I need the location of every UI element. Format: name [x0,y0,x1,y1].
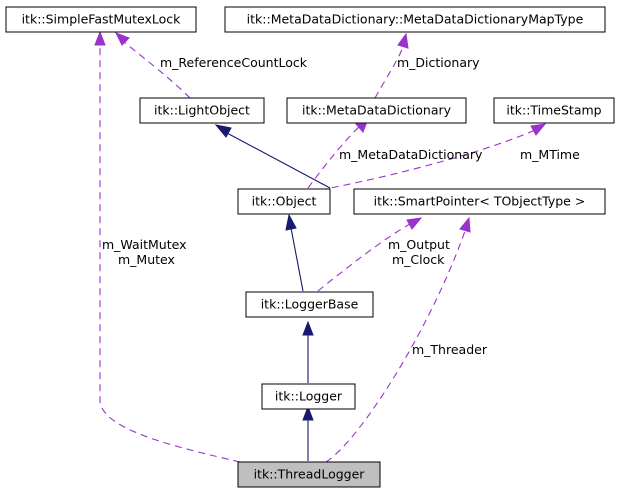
node-meta-data-dictionary-map-type[interactable]: itk::MetaDataDictionary::MetaDataDiction… [224,6,606,33]
edge-threadlogger-to-mutexlock [99,44,241,463]
label-output: m_Output [388,237,450,252]
node-object[interactable]: itk::Object [237,188,331,215]
node-time-stamp[interactable]: itk::TimeStamp [493,97,615,124]
node-label: itk::MetaDataDictionary::MetaDataDiction… [247,12,584,27]
node-label: itk::ThreadLogger [254,467,366,482]
node-label: itk::SimpleFastMutexLock [22,12,182,27]
node-label: itk::LightObject [154,103,250,118]
label-threader: m_Threader [412,342,488,357]
arrow-smartpointer-head-output [406,217,423,230]
label-meta-data-dictionary: m_MetaDataDictionary [339,147,483,162]
edge-object-to-lightobject [226,132,331,189]
arrow-lightobject-head [214,124,232,138]
arrow-loggerbase-head [302,320,314,336]
label-wait-mutex: m_WaitMutex [102,237,187,252]
node-logger[interactable]: itk::Logger [261,383,356,410]
edge-object-to-metadatadictionary [307,125,361,189]
label-dictionary: m_Dictionary [397,55,480,70]
node-label: itk::Object [252,194,317,209]
edge-lightobject-to-mutexlock [123,41,191,99]
arrow-mutexlock-head-ref [114,32,130,46]
node-label: itk::Logger [275,389,343,404]
arrow-object-head [285,213,297,231]
node-smart-pointer[interactable]: itk::SmartPointer< TObjectType > [353,188,606,215]
node-thread-logger[interactable]: itk::ThreadLogger [237,461,381,488]
edge-loggerbase-to-object [290,227,304,292]
node-label: itk::MetaDataDictionary [302,103,452,118]
arrow-mutexlock-head-mutex [94,30,106,46]
label-reference-count-lock: m_ReferenceCountLock [160,55,308,70]
node-label: itk::SmartPointer< TObjectType > [374,194,586,209]
node-meta-data-dictionary[interactable]: itk::MetaDataDictionary [286,97,467,124]
arrow-logger-head [302,405,314,421]
node-logger-base[interactable]: itk::LoggerBase [245,291,374,318]
node-label: itk::LoggerBase [261,297,359,312]
edge-metadatadictionary-to-maptype [374,46,404,99]
node-light-object[interactable]: itk::LightObject [139,97,265,124]
node-simple-fast-mutex-lock[interactable]: itk::SimpleFastMutexLock [5,6,197,33]
arrow-maptype-head [397,32,409,49]
arrow-smartpointer-head-threader [459,216,471,233]
node-label: itk::TimeStamp [506,103,601,118]
label-mtime: m_MTime [520,147,580,162]
edge-threadlogger-to-smartpointer [325,230,466,463]
edge-loggerbase-to-smartpointer [317,223,411,292]
label-mutex: m_Mutex [118,252,175,267]
edge-object-to-timestamp [319,129,536,191]
arrow-timestamp-head [530,123,547,136]
label-clock: m_Clock [392,252,445,267]
